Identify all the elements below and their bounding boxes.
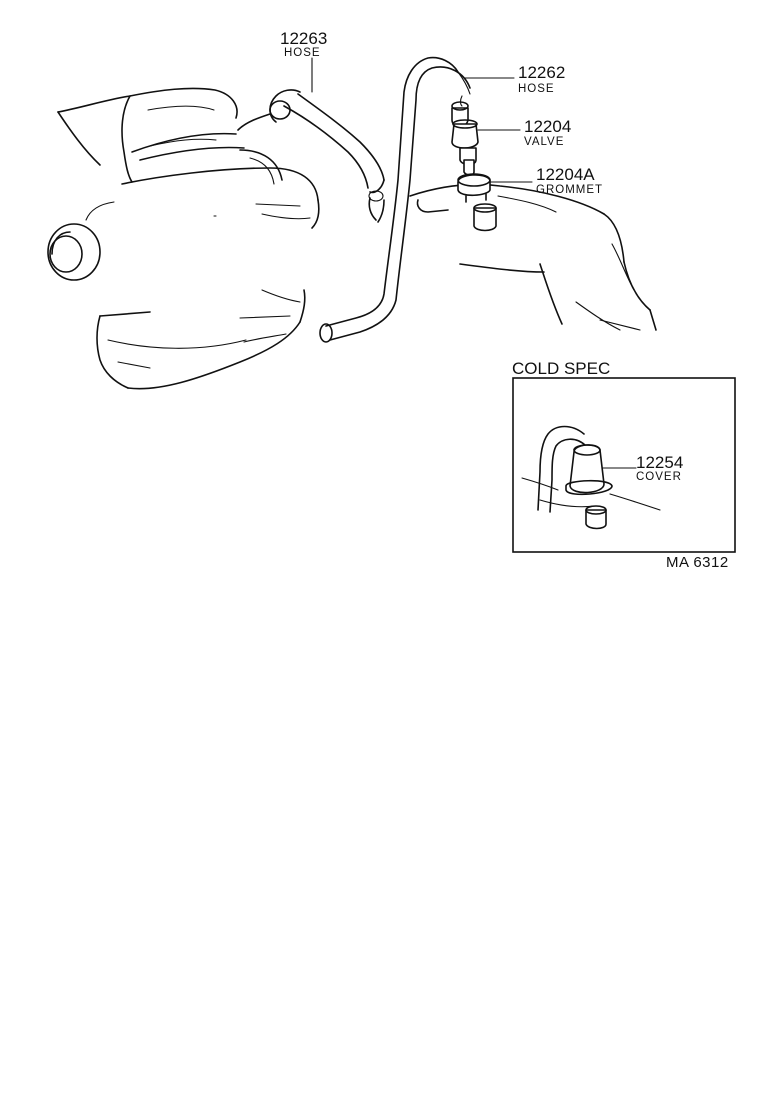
callout-12262: 12262 HOSE	[518, 63, 565, 95]
figure-code: MA 6312	[666, 554, 729, 571]
callout-12204: 12204 VALVE	[524, 117, 571, 148]
grommet-12204a-part	[457, 173, 497, 232]
inset-frame	[512, 377, 736, 553]
callout-12263: 12263 HOSE	[280, 29, 327, 59]
cold-spec-inset: COLD SPEC 12254 COVER	[512, 359, 736, 553]
part-name: COVER	[636, 471, 682, 483]
part-number: 12254	[636, 453, 683, 472]
part-name: GROMMET	[536, 184, 603, 196]
part-number: 12204A	[536, 165, 595, 184]
part-name: HOSE	[284, 47, 321, 59]
part-number: 12262	[518, 63, 565, 82]
inset-title: COLD SPEC	[512, 359, 610, 378]
part-number: 12263	[280, 29, 327, 48]
leader-lines	[311, 57, 533, 183]
hose-12263-part	[237, 89, 385, 223]
part-name: VALVE	[524, 136, 564, 148]
part-name: HOSE	[518, 83, 555, 95]
callout-12204a: 12204A GROMMET	[536, 165, 603, 196]
engine-block	[47, 87, 657, 390]
part-number: 12204	[524, 117, 571, 136]
valve-12204-part	[451, 101, 479, 176]
hose-12262-part	[319, 56, 471, 343]
